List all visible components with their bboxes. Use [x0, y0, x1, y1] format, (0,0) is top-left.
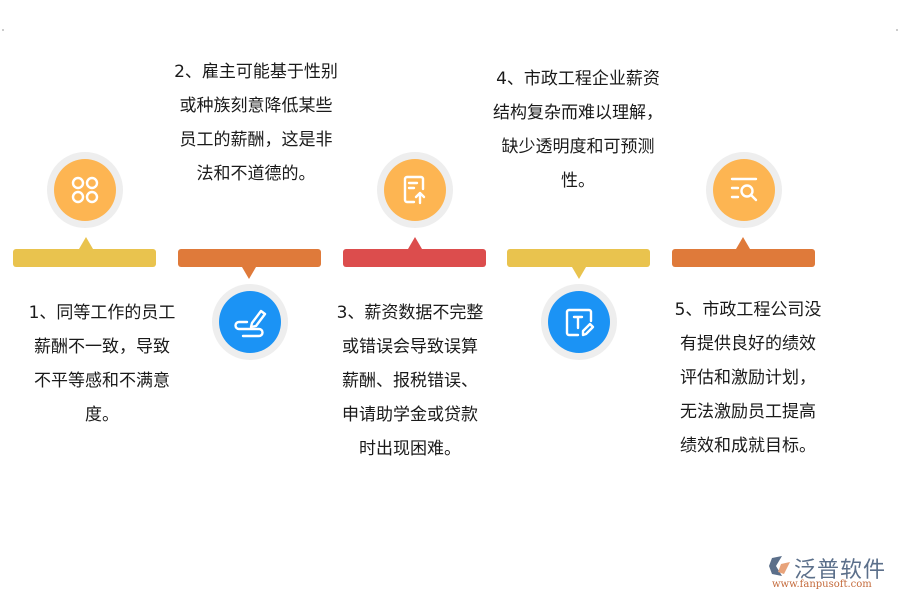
icon-badge-5 [706, 152, 782, 228]
item-3-line: 申请助学金或贷款 [342, 405, 478, 425]
timeline-bar-5 [672, 249, 815, 267]
timeline-bar-3 [343, 249, 486, 267]
icon-badge-4 [541, 284, 617, 360]
pointer-up-1 [79, 237, 93, 249]
item-3-line: 或错误会导致误算 [342, 337, 478, 357]
pointer-down-4 [572, 267, 586, 279]
item-2-line: 或种族刻意降低某些 [179, 96, 333, 116]
item-5-line: 绩效和成就目标。 [680, 436, 816, 456]
fanpu-logo-icon [769, 556, 790, 576]
item-2-line: 法和不道德的。 [196, 164, 316, 184]
item-3-line: 3、薪资数据不完整 [336, 303, 484, 323]
icon-badge-1 [47, 152, 123, 228]
item-5-text: 5、市政工程公司没 有提供良好的绩效 评估和激励计划， 无法激励员工提高 绩效和… [660, 293, 836, 463]
signature-pen-icon [234, 309, 267, 338]
item-1-line: 1、同等工作的员工 [28, 303, 176, 323]
logo-name: 泛普软件 [794, 558, 887, 583]
item-4-line: 性。 [561, 171, 595, 191]
icon-badge-2 [212, 284, 288, 360]
item-3-line: 时出现困难。 [359, 439, 461, 459]
timeline-bar-2 [178, 249, 321, 267]
item-4-text: 4、市政工程企业薪资 结构复杂而难以理解， 缺少透明度和可预测 性。 [478, 62, 678, 198]
item-5-line: 5、市政工程公司没 [674, 300, 822, 320]
item-3-line: 薪酬、报税错误、 [342, 371, 478, 391]
item-5-line: 无法激励员工提高 [680, 402, 816, 422]
item-4-line: 4、市政工程企业薪资 [496, 69, 660, 89]
corner-mark-left [2, 29, 4, 31]
apps-grid-icon [71, 176, 99, 204]
pointer-down-2 [242, 267, 256, 279]
item-5-line: 评估和激励计划， [680, 368, 816, 388]
item-1-line: 不平等感和不满意 [34, 371, 170, 391]
item-4-line: 结构复杂而难以理解， [493, 103, 663, 123]
brand-logo: 泛普软件 www.fanpusoft.com [766, 552, 896, 592]
icon-badge-3 [377, 152, 453, 228]
item-1-line: 薪酬不一致，导致 [34, 337, 170, 357]
text-edit-icon [565, 308, 595, 337]
timeline-bar-4 [507, 249, 650, 267]
timeline-bar-1 [13, 249, 156, 267]
pointer-up-3 [408, 237, 422, 249]
list-search-icon [730, 177, 758, 202]
document-upload-icon [403, 175, 426, 205]
item-3-text: 3、薪资数据不完整 或错误会导致误算 薪酬、报税错误、 申请助学金或贷款 时出现… [322, 296, 498, 466]
item-2-text: 2、雇主可能基于性别 或种族刻意降低某些 员工的薪酬，这是非 法和不道德的。 [156, 55, 356, 191]
item-4-line: 缺少透明度和可预测 [501, 137, 655, 157]
item-2-line: 2、雇主可能基于性别 [174, 62, 338, 82]
pointer-up-5 [736, 237, 750, 249]
item-1-text: 1、同等工作的员工 薪酬不一致，导致 不平等感和不满意 度。 [14, 296, 190, 432]
item-2-line: 员工的薪酬，这是非 [179, 130, 333, 150]
logo-url: www.fanpusoft.com [772, 579, 872, 590]
item-5-line: 有提供良好的绩效 [680, 334, 816, 354]
item-1-line: 度。 [85, 405, 119, 425]
corner-mark-right [896, 29, 898, 31]
